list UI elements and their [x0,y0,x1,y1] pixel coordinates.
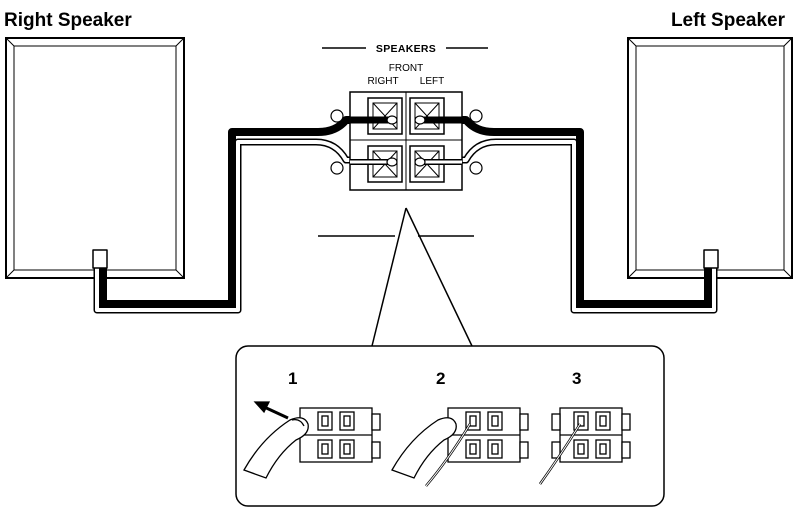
terminal-left-positive [409,97,445,135]
step-3-label: 3 [572,369,581,388]
step-2-label: 2 [436,369,445,388]
left-speaker-label: Left Speaker [671,10,786,31]
instruction-panel: 1 2 3 [235,345,665,507]
right-speaker-cable [92,116,398,314]
step-1-illustration [243,401,381,479]
terminal-right-positive [367,97,403,135]
step-2-illustration [391,407,529,487]
speaker-terminal-panel: SPEAKERS FRONT RIGHT LEFT [322,43,488,191]
right-channel-label: RIGHT [367,76,398,87]
finger-icon [243,417,309,479]
right-speaker [5,37,185,279]
step-1-label: 1 [288,369,297,388]
left-speaker-cable [414,116,719,314]
speakers-panel-title: SPEAKERS [376,43,436,55]
callout-lines [318,207,474,347]
left-channel-label: LEFT [420,76,444,87]
left-speaker [627,37,793,279]
finger-icon [391,417,457,479]
front-label: FRONT [389,63,423,74]
right-speaker-label: Right Speaker [4,10,132,31]
step-3-illustration [538,407,631,485]
